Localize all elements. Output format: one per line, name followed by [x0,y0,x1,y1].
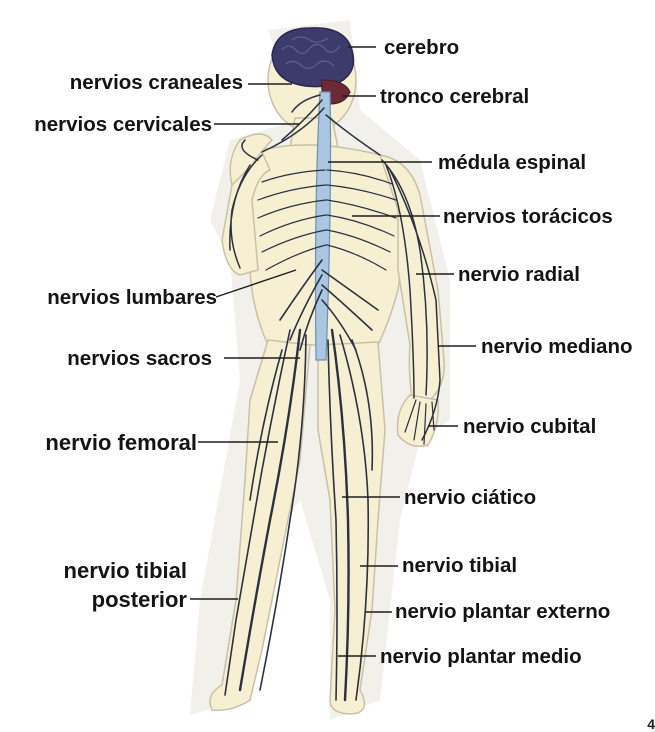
label-nervio-mediano: nervio mediano [481,337,633,358]
label-nervio-cubital: nervio cubital [463,417,596,438]
label-nervio-plantar-externo: nervio plantar externo [395,602,610,623]
label-nervio-tibial-posterior-line1: nervio tibial [64,560,187,582]
label-nervio-radial: nervio radial [458,265,580,286]
label-nervios-cervicales: nervios cervicales [34,115,212,136]
label-nervio-plantar-medio: nervio plantar medio [380,647,582,668]
label-nervio-tibial: nervio tibial [402,556,517,577]
label-nervio-ciatico: nervio ciático [404,488,536,509]
label-cerebro: cerebro [384,38,459,59]
label-nervio-tibial-posterior-line2: posterior [92,589,187,611]
page-number: 4 [647,716,655,732]
label-nervios-craneales: nervios craneales [70,73,243,94]
label-nervios-toracicos: nervios torácicos [443,207,613,228]
label-tronco-cerebral: tronco cerebral [380,87,529,108]
label-nervios-sacros: nervios sacros [67,349,212,370]
label-medula-espinal: médula espinal [438,153,586,174]
brain-shape [272,28,354,87]
label-nervio-femoral: nervio femoral [45,432,197,454]
label-nervios-lumbares: nervios lumbares [47,288,217,309]
